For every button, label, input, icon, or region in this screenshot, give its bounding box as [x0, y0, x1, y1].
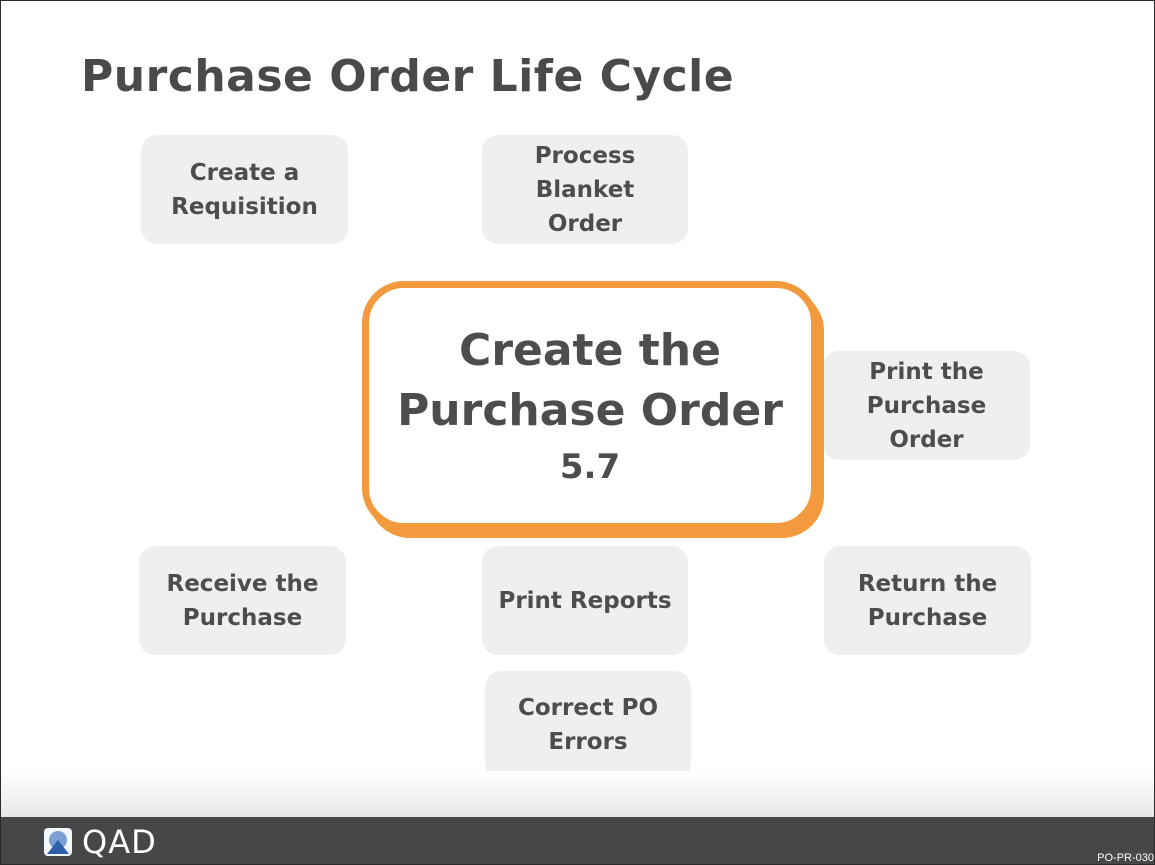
slide-title: Purchase Order Life Cycle [81, 51, 735, 102]
print-reports-label: Print Reports [498, 587, 672, 614]
process-blanket-order-step[interactable]: Process Blanket Order [482, 135, 688, 244]
create-requisition-label: Create a Requisition [171, 159, 318, 220]
receive-purchase-label: Receive the Purchase [166, 570, 319, 631]
footer-gradient [1, 771, 1154, 817]
qad-logo-text: QAD [82, 823, 157, 861]
create-purchase-order-step[interactable]: Create the Purchase Order 5.7 [362, 281, 818, 530]
return-purchase-label: Return the Purchase [857, 570, 998, 631]
qad-logo: QAD [43, 825, 157, 859]
menu-number: 5.7 [559, 446, 621, 487]
qad-logo-icon [44, 828, 72, 856]
correct-po-errors-step[interactable]: Correct PO Errors [485, 671, 691, 779]
slide-code: PO-PR-030 [1097, 852, 1154, 864]
print-reports-step[interactable]: Print Reports [482, 546, 688, 655]
print-purchase-order-step[interactable]: Print the Purchase Order [823, 351, 1030, 460]
correct-po-errors-label: Correct PO Errors [517, 695, 658, 755]
print-purchase-order-label: Print the Purchase Order [866, 358, 987, 453]
process-blanket-order-label: Process Blanket Order [534, 142, 636, 237]
receive-purchase-step[interactable]: Receive the Purchase [139, 546, 346, 655]
create-requisition-step[interactable]: Create a Requisition [141, 135, 348, 244]
footer-bar: QAD PO-PR-030 [1, 817, 1154, 864]
return-purchase-step[interactable]: Return the Purchase [824, 546, 1031, 655]
create-purchase-order-title: Create the Purchase Order [397, 324, 783, 436]
